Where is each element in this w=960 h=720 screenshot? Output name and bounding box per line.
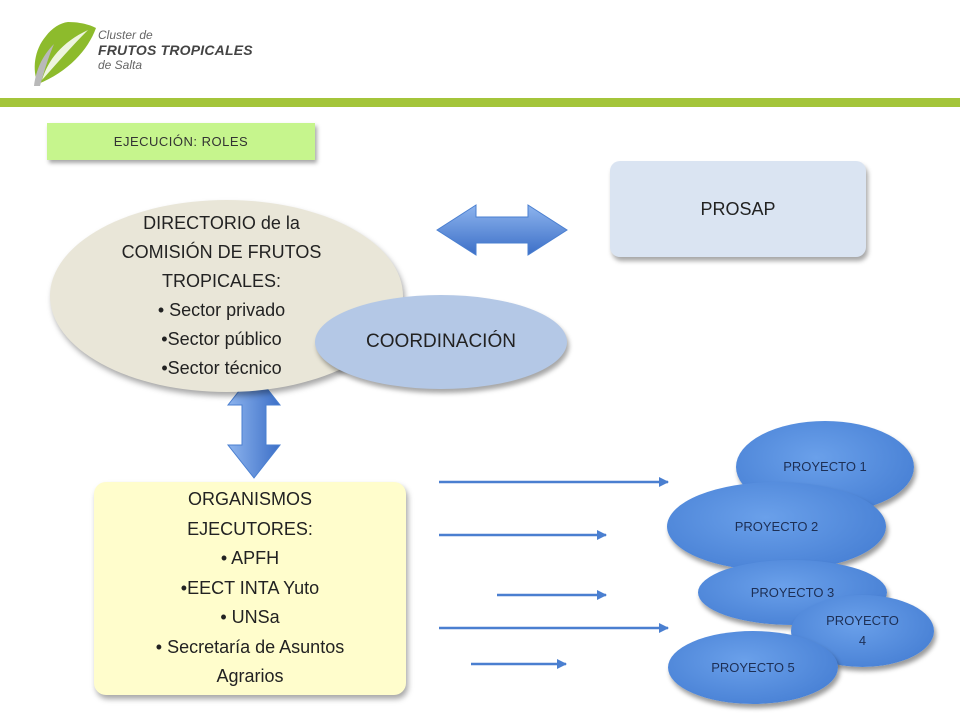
organismos-bullet-apfh: • APFH	[220, 548, 280, 569]
proyecto-4-label-line-1: PROYECTO	[826, 613, 899, 628]
organismos-node: ORGANISMOS EJECUTORES: • APFH •EECT INTA…	[94, 482, 406, 695]
organismos-title-1: ORGANISMOS	[187, 489, 312, 510]
logo-line-3: de Salta	[98, 58, 143, 72]
directorio-bullet-tecnico: •Sector técnico	[161, 358, 282, 378]
logo-text: Cluster de FRUTOS TROPICALES de Salta	[98, 28, 253, 72]
directorio-bullet-privado: • Sector privado	[157, 300, 286, 320]
organismos-bullet-inta: •EECT INTA Yuto	[180, 577, 320, 598]
directorio-title-3: TROPICALES:	[161, 271, 282, 291]
organismos-bullet-secretaria: • Secretaría de Asuntos	[155, 636, 345, 657]
proyecto-2-node: PROYECTO 2	[667, 482, 886, 571]
prosap-node: PROSAP	[610, 161, 866, 257]
organismos-bullet-unsa: • UNSa	[220, 607, 280, 628]
directorio-title-2: COMISIÓN DE FRUTOS	[121, 242, 322, 262]
organismos-title-2: EJECUTORES:	[187, 518, 313, 539]
logo-line-2: FRUTOS TROPICALES	[98, 42, 253, 58]
logo-line-1: Cluster de	[98, 28, 153, 42]
proyecto-5-node: PROYECTO 5	[668, 631, 838, 704]
logo-mark	[34, 22, 96, 86]
directorio-title-1: DIRECTORIO de la	[143, 213, 300, 233]
directorio-bullet-publico: •Sector público	[161, 329, 282, 349]
header-divider	[0, 98, 960, 107]
section-tag: EJECUCIÓN: ROLES	[47, 123, 315, 160]
proyecto-4-label-line-2: 4	[858, 633, 867, 648]
proyecto-3-node: PROYECTO 3	[698, 560, 887, 625]
organismos-bullet-continuation: Agrarios	[216, 666, 284, 687]
coordinacion-node: COORDINACIÓN	[315, 295, 567, 389]
double-arrow-horizontal	[436, 204, 568, 256]
double-arrow-vertical	[226, 371, 282, 479]
